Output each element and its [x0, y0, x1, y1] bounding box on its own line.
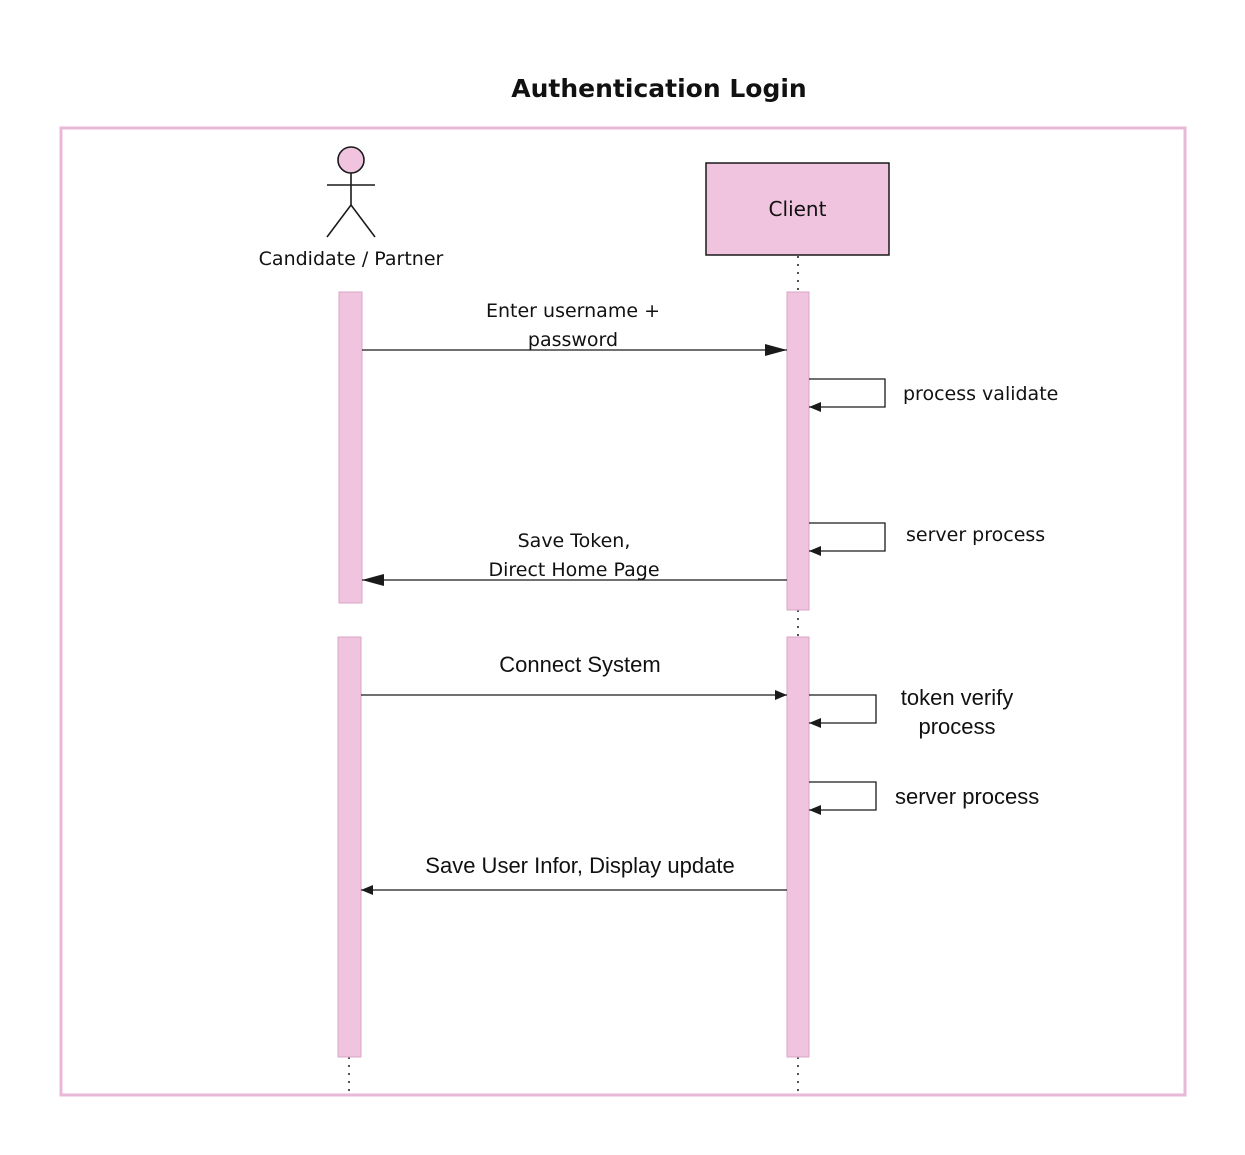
message-label-enter-credentials-line2: password: [527, 329, 619, 351]
client-activation-bar-1: [786, 291, 810, 611]
self-message-server-process-1: [809, 522, 886, 556]
message-label-server-process-1: server process: [906, 524, 1046, 546]
message-label-connect-system: Connect System: [499, 652, 661, 677]
client-activation-bar-2: [786, 636, 810, 1058]
message-label-enter-credentials-line1: Enter username +: [486, 300, 660, 322]
message-label-server-process-2: server process: [895, 784, 1040, 809]
self-message-process-validate: [809, 378, 886, 412]
message-label-save-user-infor: Save User Infor, Display update: [425, 853, 735, 878]
stick-figure-icon: [326, 146, 376, 238]
message-label-process-validate: process validate: [903, 383, 1059, 405]
actor-label: Candidate / Partner: [258, 248, 444, 270]
client-participant-box: [705, 162, 890, 256]
message-label-token-verify-line2: process: [918, 714, 996, 739]
message-label-token-verify-line1: token verify: [900, 685, 1014, 710]
self-message-server-process-2: [809, 781, 877, 815]
client-label: Client: [768, 197, 827, 221]
diagram-title: Authentication Login: [511, 74, 807, 103]
lifelines: [348, 256, 799, 1095]
actor-activation-bar-2: [337, 636, 362, 1058]
message-label-save-token-line1: Save Token,: [517, 530, 631, 552]
message-label-save-token-line2: Direct Home Page: [488, 559, 660, 581]
diagram-frame: [59, 126, 1187, 1097]
actor-activation-bar-1: [338, 291, 363, 604]
self-message-token-verify: [809, 694, 877, 728]
